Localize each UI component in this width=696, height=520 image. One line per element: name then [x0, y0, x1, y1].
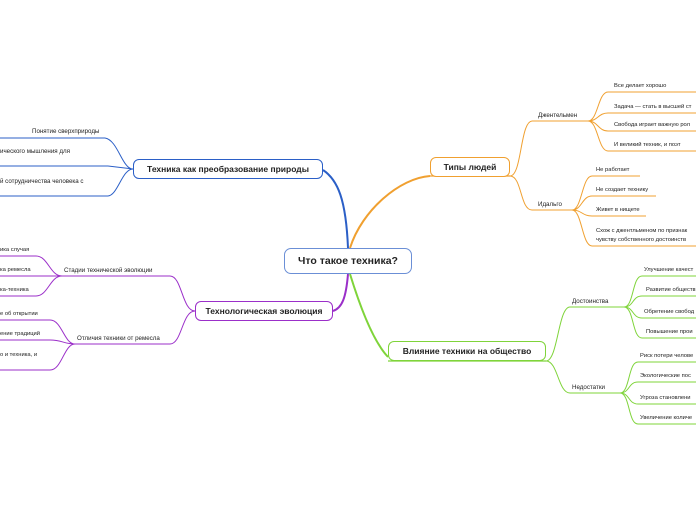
leaf-idalgo-4a[interactable]: Схож с джентльменом по признак — [596, 228, 688, 234]
leaf-idalgo-4b[interactable]: чувству собственного достоинств — [596, 237, 687, 243]
sub-evolution-stages[interactable]: Стадии технической эволюции — [64, 267, 153, 274]
topic-people-types[interactable]: Типы людей — [430, 157, 510, 177]
leaf-idalgo-1[interactable]: Не работает — [596, 167, 630, 173]
connector-stages-items — [35, 255, 63, 297]
central-topic[interactable]: Что такое техника? — [284, 248, 412, 274]
underline-tech-nature-items — [0, 137, 108, 197]
sub-disadvantages[interactable]: Недостатки — [572, 384, 605, 391]
leaf-advantages-2[interactable]: Развитие обществ — [646, 287, 696, 293]
leaf-idalgo-3[interactable]: Живет в нищете — [596, 207, 640, 213]
connector-idalgo-items — [571, 175, 593, 247]
leaf-stages-3[interactable]: ка-техника — [0, 287, 29, 293]
leaf-advantages-4[interactable]: Повышение прои — [646, 329, 693, 335]
leaf-gentleman-1[interactable]: Все делает хорошо — [614, 83, 667, 89]
leaf-disadvantages-1[interactable]: Риск потери челове — [640, 353, 694, 359]
connector-gentleman-items — [587, 91, 609, 152]
leaf-advantages-1[interactable]: Улучшение качест — [644, 267, 694, 273]
leaf-disadvantages-3[interactable]: Угроза становлени — [640, 395, 691, 401]
leaf-stages-1[interactable]: ика случая — [0, 247, 30, 253]
connector-people-subs — [509, 120, 533, 211]
topic-tech-nature[interactable]: Техника как преобразование природы — [133, 159, 323, 179]
underline-evolution-subs — [62, 275, 170, 345]
connector-advantages-items — [623, 275, 643, 339]
underline-advantages-items — [642, 275, 696, 339]
connector-diff-items — [49, 319, 76, 371]
underline-gentleman-items — [608, 91, 696, 152]
underline-disadvantages-items — [638, 361, 696, 425]
underline-society-subs — [570, 306, 624, 394]
leaf-advantages-3[interactable]: Обретение свобод — [644, 309, 695, 315]
connector-central-society — [349, 273, 389, 358]
leaf-gentleman-3[interactable]: Свобода играет важную рол — [614, 122, 691, 128]
sub-advantages[interactable]: Достоинства — [572, 298, 609, 305]
connector-disadvantages-items — [619, 361, 639, 425]
connector-central-evolution — [332, 273, 349, 312]
connector-tech-nature-items — [104, 137, 134, 197]
leaf-gentleman-2[interactable]: Задача — стать в высшей ст — [614, 104, 692, 110]
leaf-tech-nature-1[interactable]: Понятие сверхприроды — [32, 128, 100, 135]
leaf-tech-nature-3[interactable]: й сотрудничества человека с — [0, 178, 84, 185]
leaf-diff-2[interactable]: ение традиций — [0, 331, 41, 337]
topic-tech-evolution[interactable]: Технологическая эволюция — [195, 301, 333, 321]
leaf-diff-1[interactable]: е об открытии — [0, 311, 38, 317]
underline-idalgo-items — [592, 175, 696, 247]
sub-evolution-differences[interactable]: Отличия техники от ремесла — [77, 335, 160, 342]
underline-diff-items — [0, 319, 50, 371]
leaf-disadvantages-2[interactable]: Экологические пос — [640, 373, 691, 379]
sub-gentleman[interactable]: Джентельмен — [538, 112, 578, 119]
topic-society[interactable]: Влияние техники на общество — [388, 341, 546, 361]
leaf-stages-2[interactable]: ка ремесла — [0, 267, 31, 273]
leaf-disadvantages-4[interactable]: Увеличение количе — [640, 415, 693, 421]
underline-stages-items — [0, 255, 36, 297]
leaf-idalgo-2[interactable]: Не создает технику — [596, 187, 649, 193]
connector-central-tech-nature — [322, 169, 349, 249]
sub-idalgo[interactable]: Идальго — [538, 201, 562, 208]
leaf-tech-nature-2[interactable]: ического мышления для — [0, 148, 70, 155]
underline-people-subs — [532, 120, 588, 211]
leaf-gentleman-4[interactable]: И великий техник, и поэт — [614, 142, 681, 148]
connector-central-people — [349, 175, 431, 249]
connector-society-subs — [545, 306, 571, 394]
leaf-diff-3[interactable]: о и техника, и — [0, 352, 38, 358]
connector-evolution-subs — [169, 275, 196, 345]
